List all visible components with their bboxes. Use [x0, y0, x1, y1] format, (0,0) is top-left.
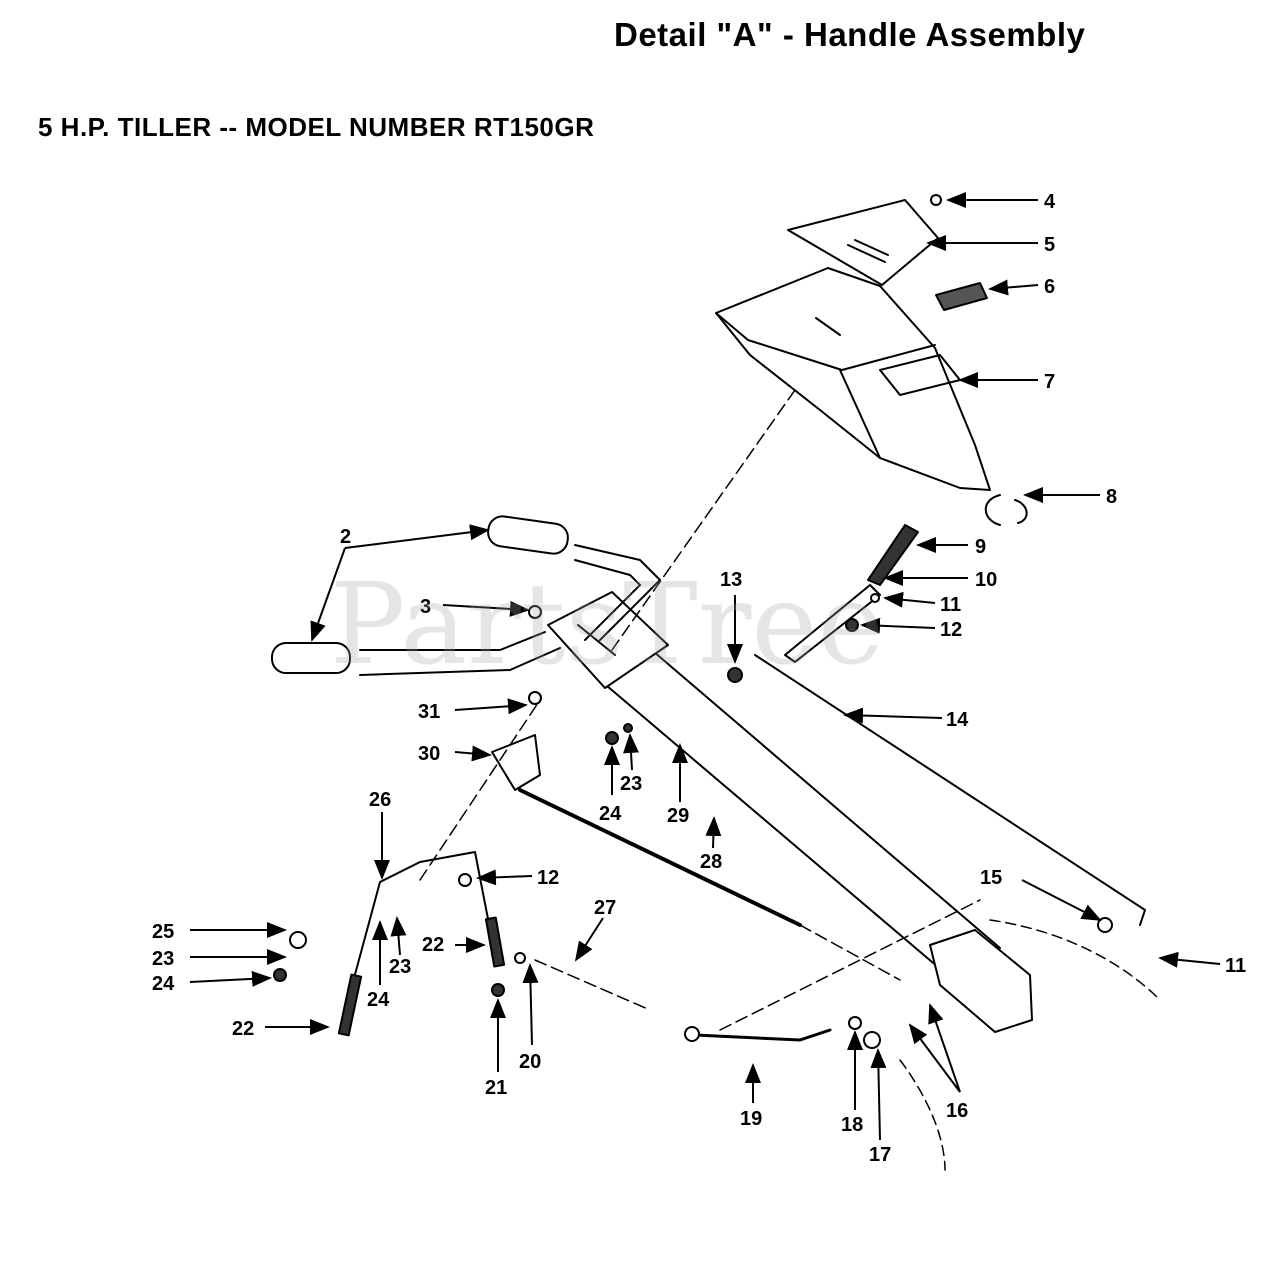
callout-label: 23 — [152, 948, 174, 970]
callout-label: 19 — [740, 1108, 762, 1130]
shift-lever-grip-part — [867, 524, 919, 586]
callout-label: 9 — [975, 536, 986, 558]
cable-bracket-part — [491, 734, 541, 791]
callout-label: 24 — [152, 973, 175, 995]
callout-label: 13 — [720, 569, 742, 591]
handle-tube-part — [599, 639, 1001, 991]
callout-label: 23 — [620, 773, 642, 795]
callout-label: 21 — [485, 1077, 507, 1099]
shift-rod-part — [754, 654, 1146, 926]
callout-label: 7 — [1044, 371, 1055, 393]
shift-lever-part — [784, 584, 881, 663]
callout-label: 18 — [841, 1114, 863, 1136]
control-cable-part — [518, 788, 802, 927]
callout-label: 12 — [940, 619, 962, 641]
callout-label: 31 — [418, 701, 440, 723]
callout-label: 10 — [975, 569, 997, 591]
handlebar-part — [359, 631, 546, 651]
callout-label: 14 — [946, 709, 969, 731]
callout-label: 12 — [537, 867, 559, 889]
callout-label: 11 — [1225, 955, 1246, 977]
callout-label: 27 — [594, 897, 616, 919]
handlebar-grip-part — [271, 642, 351, 674]
handle-bracket-part — [547, 591, 669, 689]
callout-label: 29 — [667, 805, 689, 827]
model-subtitle: 5 H.P. TILLER -- MODEL NUMBER RT150GR — [38, 112, 595, 142]
callout-label: 23 — [389, 956, 411, 978]
callout-label: 22 — [422, 934, 444, 956]
decal-part — [935, 282, 988, 311]
callout-label: 17 — [869, 1144, 891, 1166]
diagram-title: Detail "A" - Handle Assembly — [614, 16, 1086, 53]
callout-label: 6 — [1044, 276, 1055, 298]
callout-label: 4 — [1044, 191, 1056, 213]
callout-label: 2 — [340, 526, 351, 548]
depth-lever-part — [693, 1028, 832, 1042]
leader-lines — [189, 192, 1221, 1141]
callout-label: 24 — [367, 989, 390, 1011]
callout-label: 8 — [1106, 486, 1117, 508]
pivot-plate-part — [929, 929, 1033, 1033]
handlebar-grip-part — [487, 515, 569, 555]
callout-label: 30 — [418, 743, 440, 765]
retaining-ring-part — [984, 494, 1028, 526]
parts-drawing — [271, 194, 1161, 1171]
callout-label: 15 — [980, 867, 1002, 889]
callout-label: 5 — [1044, 234, 1055, 256]
callout-numbers: 4 5 6 7 8 9 10 11 12 13 14 2 3 31 30 24 … — [152, 191, 1246, 1166]
callout-label: 16 — [946, 1100, 968, 1122]
callout-label: 11 — [940, 594, 961, 616]
plate-part — [787, 199, 939, 286]
callout-label: 28 — [700, 851, 722, 873]
callout-label: 20 — [519, 1051, 541, 1073]
callout-label: 22 — [232, 1018, 254, 1040]
console-part — [715, 267, 991, 491]
callout-label: 26 — [369, 789, 391, 811]
callout-label: 24 — [599, 803, 622, 825]
callout-label: 3 — [420, 596, 431, 618]
bail-arm-part — [339, 851, 496, 1031]
callout-label: 25 — [152, 921, 174, 943]
